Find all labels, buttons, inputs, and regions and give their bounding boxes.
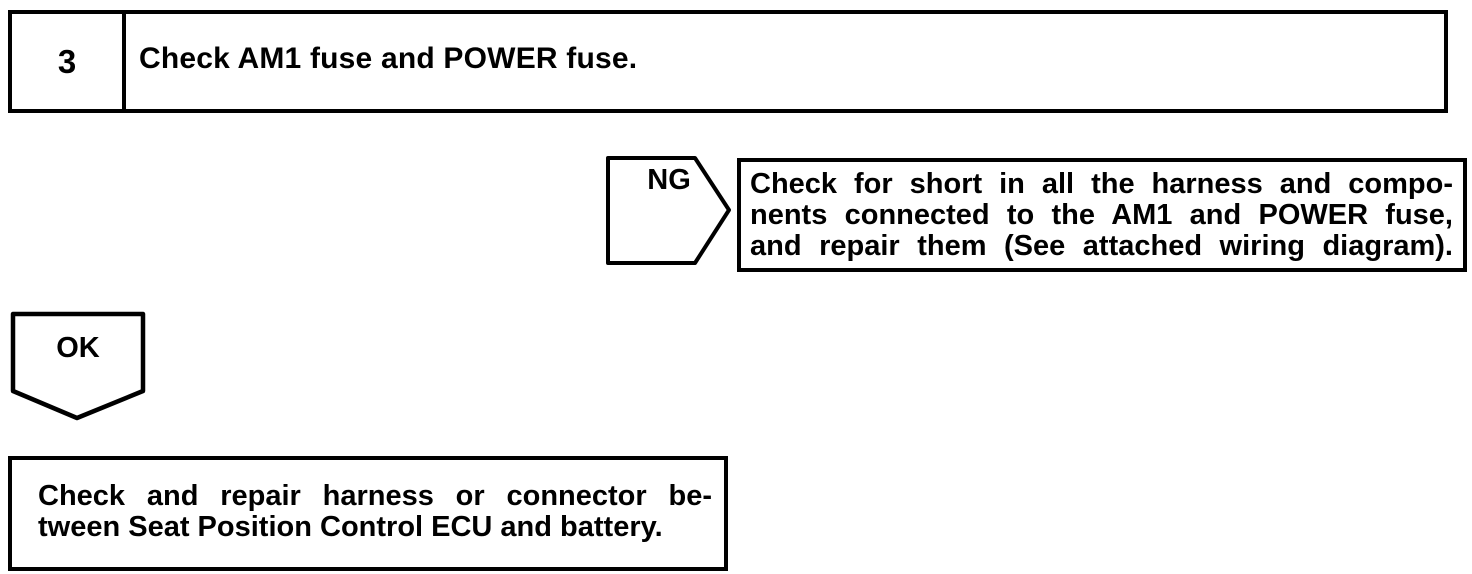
step-title: Check AM1 fuse and POWER fuse. <box>139 41 638 75</box>
ok-action-line: Check and repair harness or connector be… <box>38 480 712 512</box>
ng-connector: NG <box>606 156 732 265</box>
ok-action-box: Check and repair harness or connector be… <box>8 456 728 571</box>
step-header-box: 3 Check AM1 fuse and POWER fuse. <box>8 10 1448 113</box>
ng-label: NG <box>647 164 691 196</box>
ng-action-box: Check for short in all the harness and c… <box>737 158 1467 272</box>
step-number: 3 <box>57 42 77 80</box>
ng-action-line: nents connected to the AM1 and POWER fus… <box>750 199 1453 231</box>
ok-action-line: tween Seat Position Control ECU and batt… <box>38 511 663 543</box>
ng-action-line: and repair them (See attached wiring dia… <box>750 230 1453 262</box>
ok-connector: OK <box>10 311 146 421</box>
step-number-cell: 3 <box>12 14 126 109</box>
ok-pentagon-icon <box>10 311 146 421</box>
step-title-cell: Check AM1 fuse and POWER fuse. <box>126 14 1444 109</box>
ng-action-line: Check for short in all the harness and c… <box>750 168 1453 200</box>
ng-pentagon-icon <box>606 156 731 265</box>
ok-label: OK <box>56 332 100 364</box>
